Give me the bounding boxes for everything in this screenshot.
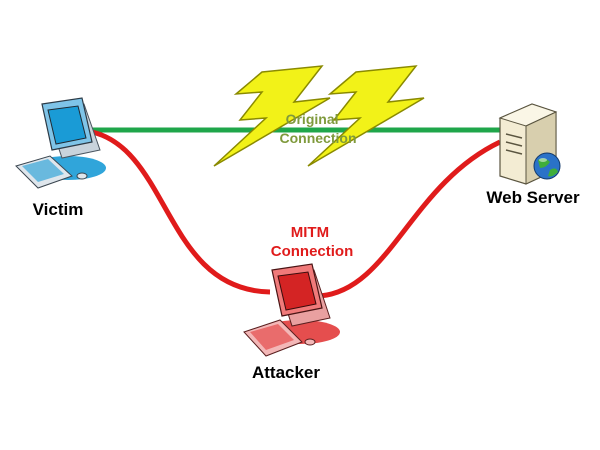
victim-label: Victim — [33, 200, 84, 219]
victim-computer-icon — [15, 97, 106, 189]
lightning-bolt-icon-right — [307, 65, 425, 167]
lightning-bolt-icon-left — [213, 65, 331, 167]
original-connection-label: Original Connection — [280, 111, 357, 146]
mitm-connection-line-server-side — [319, 139, 502, 299]
globe-icon — [533, 152, 561, 180]
attacker-computer-icon — [243, 263, 340, 357]
mitm-connection-label-line1: MITM — [291, 224, 329, 241]
web-server-label: Web Server — [486, 188, 580, 207]
mitm-connection-label: MITM Connection — [271, 224, 354, 260]
original-connection-label-line1: Original — [286, 111, 339, 127]
original-connection-label-line2: Connection — [280, 130, 357, 146]
mitm-connection-label-line2: Connection — [271, 243, 354, 260]
mitm-connection-line-victim-side — [91, 129, 271, 295]
attacker-label: Attacker — [252, 363, 320, 382]
